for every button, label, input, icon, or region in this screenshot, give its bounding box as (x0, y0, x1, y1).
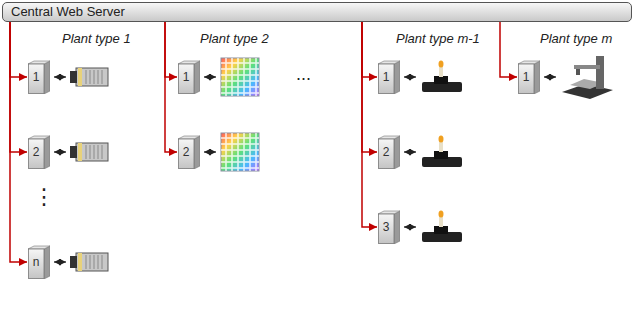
server-number: n (33, 255, 40, 269)
bus-connector (10, 22, 27, 77)
server-number: 1 (523, 70, 530, 84)
power-supply (70, 253, 108, 271)
label-text: Plant type m (540, 32, 612, 47)
double-arrow (404, 151, 416, 152)
bus-connector (362, 22, 377, 227)
column-heading: Plant type m (540, 32, 612, 47)
label-text: ⋮ (33, 184, 55, 209)
server-icon: 2 (28, 135, 50, 169)
double-arrow (54, 261, 66, 262)
label-text: Plant type 2 (200, 32, 269, 47)
column-heading: Plant type m-1 (396, 32, 480, 47)
power-supply (70, 68, 108, 86)
ellipsis: ... (296, 64, 311, 85)
label-text: Plant type m-1 (396, 32, 480, 47)
server-number: 1 (383, 70, 390, 84)
led-cube (221, 133, 259, 171)
column-heading: Plant type 2 (200, 32, 269, 47)
bus-connector (500, 22, 517, 77)
server-icon: 1 (378, 60, 400, 94)
server-number: 3 (383, 220, 390, 234)
bus-connector (362, 22, 377, 152)
printer-device (562, 56, 613, 99)
server-icon: n (28, 245, 50, 279)
server-number: 1 (183, 70, 190, 84)
double-arrow (54, 76, 66, 77)
server-icon: 1 (178, 60, 200, 94)
server-icon: 2 (178, 135, 200, 169)
bus-connector (362, 22, 377, 77)
double-arrow (544, 76, 556, 77)
bus-connector (165, 22, 177, 77)
server-number: 1 (33, 70, 40, 84)
bus-connector (165, 22, 177, 152)
bus-connector (10, 22, 27, 152)
heater-device (422, 211, 462, 243)
label-text: Plant type 1 (62, 32, 131, 47)
server-icon: 1 (28, 60, 50, 94)
bus-connector (10, 22, 27, 262)
heater-device (422, 136, 462, 168)
double-arrow (404, 76, 416, 77)
server-bar: Central Web Server (2, 2, 632, 22)
ellipsis-vertical: ⋮ (33, 184, 55, 209)
heater-device (422, 61, 462, 93)
server-number: 2 (383, 145, 390, 159)
server-number: 2 (33, 145, 40, 159)
double-arrow (404, 226, 416, 227)
double-arrow (54, 151, 66, 152)
server-icon: 2 (378, 135, 400, 169)
label-text: ... (296, 64, 311, 85)
led-cube (221, 58, 259, 96)
double-arrows (54, 77, 556, 262)
server-number: 2 (183, 145, 190, 159)
server-icon: 3 (378, 210, 400, 244)
server-icon: 1 (518, 60, 540, 94)
power-supply (70, 143, 108, 161)
column-heading: Plant type 1 (62, 32, 131, 47)
double-arrow (204, 151, 216, 152)
server-name: Central Web Server (11, 4, 125, 20)
double-arrow (204, 76, 216, 77)
